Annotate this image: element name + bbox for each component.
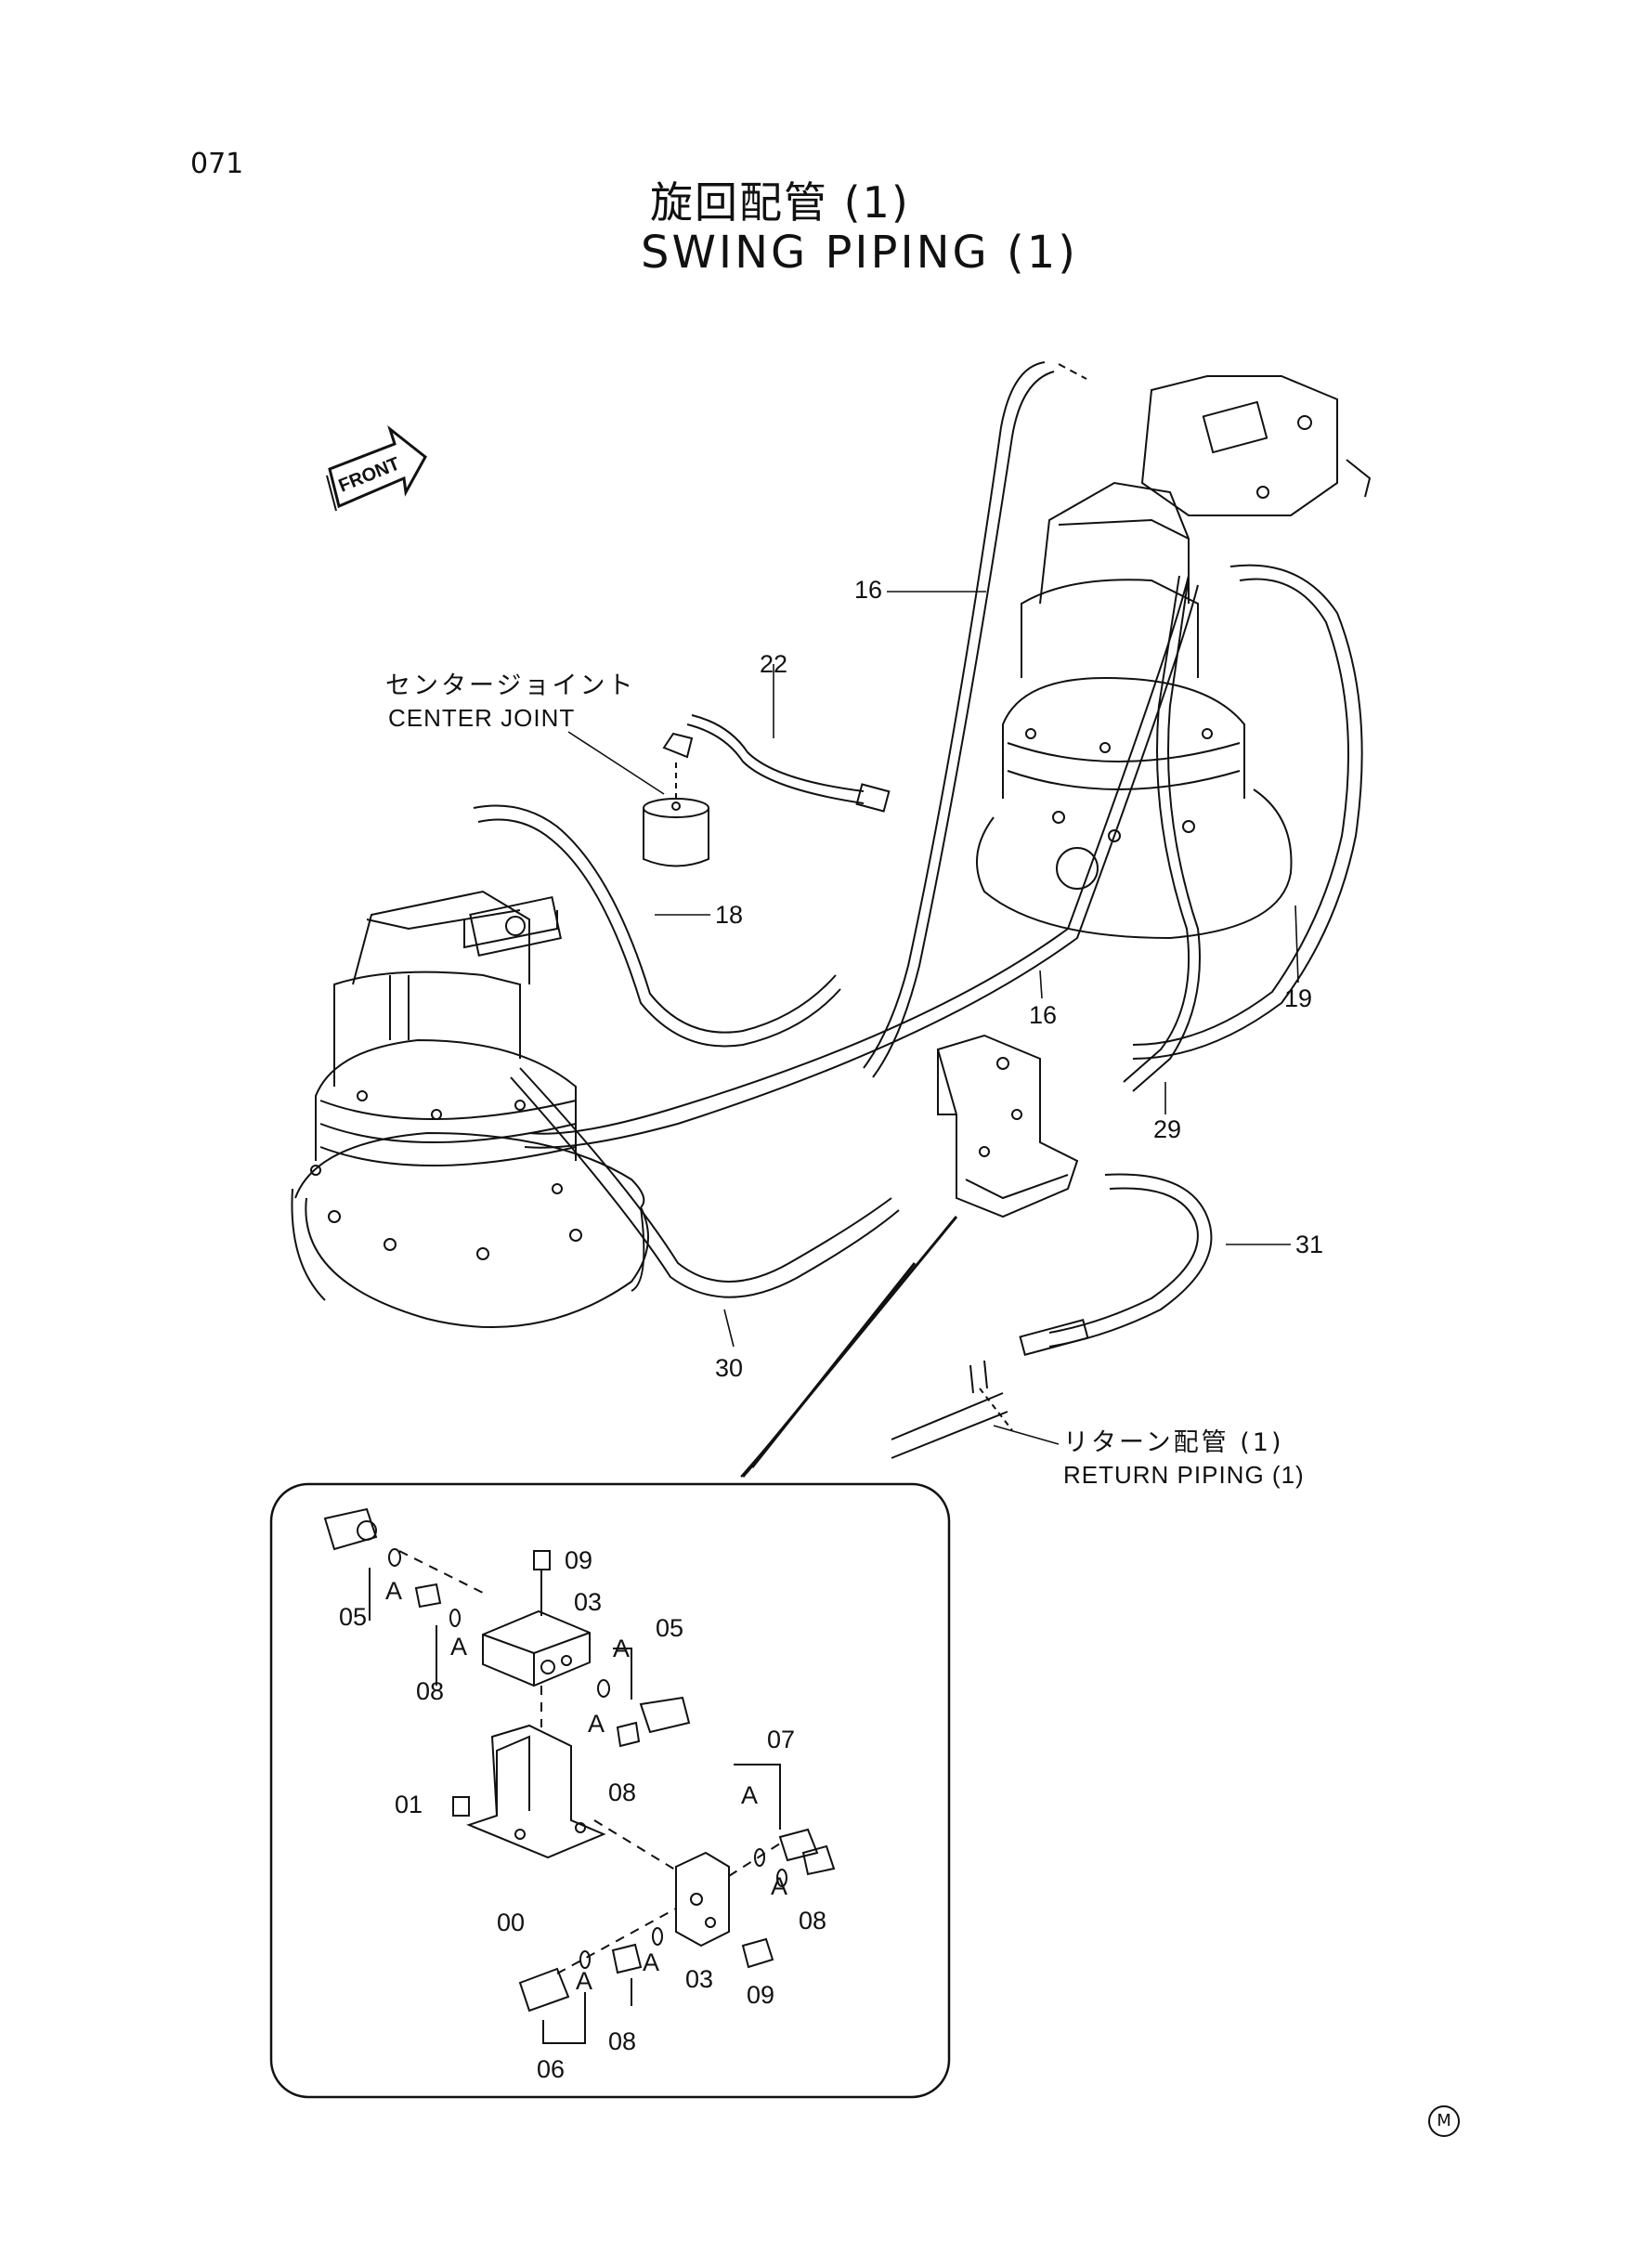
detail-components (323, 1507, 836, 2044)
a-mark: A (385, 1577, 403, 1605)
return-pipe (891, 1360, 1013, 1459)
callout-31: 31 (1295, 1231, 1324, 1258)
detail-callout-08-right: 08 (799, 1907, 827, 1935)
callout-30: 30 (715, 1354, 744, 1382)
hose-31 (1019, 1173, 1213, 1356)
detail-callout-07: 07 (767, 1726, 796, 1753)
detail-callout-03-bottom: 03 (685, 1965, 714, 1993)
front-arrow-icon: FRONT (326, 424, 427, 512)
front-arrow-label: FRONT (336, 453, 403, 496)
hose-30 (510, 1067, 900, 1298)
hose-18 (473, 804, 841, 1048)
label-center-joint-en: CENTER JOINT (388, 704, 576, 732)
page-number: 071 (190, 148, 244, 180)
hose-16-upper (863, 361, 1087, 1078)
hose-29 (1123, 575, 1201, 1092)
detail-callout-05-right: 05 (656, 1614, 684, 1642)
detail-callout-05-left: 05 (339, 1603, 368, 1631)
hose-16-lower (524, 575, 1199, 1149)
detail-callout-03-top: 03 (574, 1588, 603, 1616)
callout-29: 29 (1153, 1115, 1182, 1143)
left-swing-motor (291, 890, 649, 1328)
a-mark: A (576, 1967, 593, 1995)
manifold-block (936, 1034, 1079, 1218)
center-joint (643, 732, 709, 867)
detail-inset-frame (269, 1482, 951, 2099)
detail-callout-06: 06 (537, 2055, 566, 2083)
label-center-joint-ja: センタージョイント (385, 671, 636, 700)
detail-callout-01: 01 (395, 1791, 423, 1818)
right-swing-motor (976, 481, 1293, 940)
callout-22: 22 (760, 650, 788, 678)
detail-pointer (740, 1216, 958, 1478)
callout-18: 18 (715, 901, 744, 929)
callout-16-upper: 16 (854, 576, 883, 604)
hose-22 (686, 714, 891, 813)
a-mark: A (741, 1781, 759, 1809)
callout-16-lower: 16 (1029, 1001, 1058, 1029)
a-mark: A (613, 1635, 631, 1662)
callout-19: 19 (1284, 984, 1313, 1012)
detail-callout-08-bottom: 08 (608, 2027, 637, 2055)
leader-lines (567, 591, 1299, 1445)
detail-callout-08-mid: 08 (608, 1778, 637, 1806)
label-return-piping-ja: リターン配管 (1) (1063, 1428, 1284, 1457)
detail-callout-09-bottom: 09 (747, 1981, 775, 2009)
a-mark: A (771, 1872, 788, 1900)
title-japanese: 旋回配管 (1) (650, 177, 910, 228)
a-mark: A (643, 1948, 660, 1976)
a-mark: A (450, 1633, 468, 1661)
detail-callout-00: 00 (497, 1909, 526, 1936)
hose-19 (1132, 564, 1363, 1060)
detail-callout-09-top: 09 (565, 1546, 593, 1574)
valve-block (1140, 375, 1372, 516)
a-mark: A (588, 1710, 605, 1738)
title-english: SWING PIPING (1) (641, 227, 1078, 279)
corner-mark-icon: M (1428, 2105, 1460, 2137)
detail-callout-08-left: 08 (416, 1677, 445, 1705)
label-return-piping-en: RETURN PIPING (1) (1063, 1461, 1305, 1489)
